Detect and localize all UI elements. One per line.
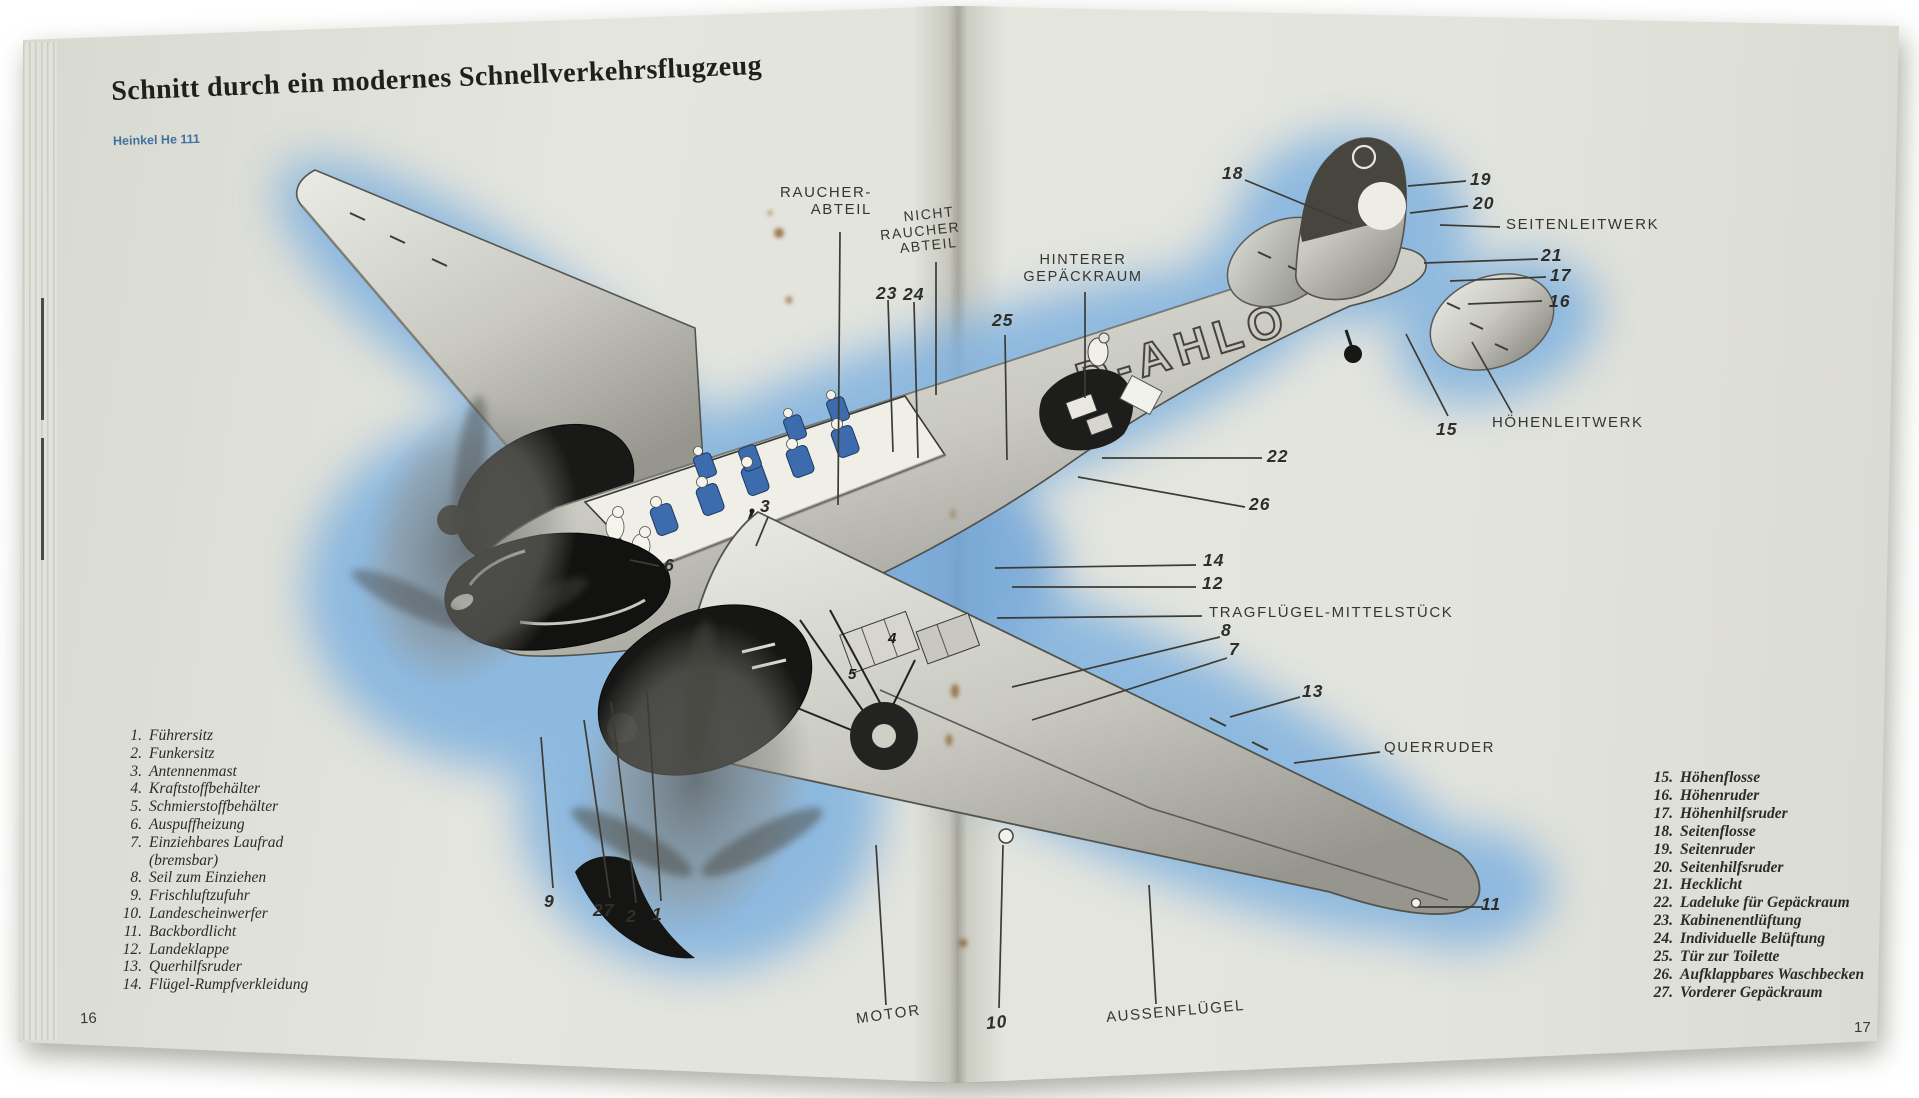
legend-item: 7. Einziehbares Laufrad: [130, 833, 284, 851]
callout-number-1: 1: [652, 904, 663, 924]
legend-item: 20. Seitenhilfsruder: [1653, 858, 1784, 876]
legend-item: 4. Kraftstoffbehälter: [130, 780, 261, 798]
port-navigation-light: [1410, 897, 1422, 909]
legend-item: 5. Schmierstoffbehälter: [130, 798, 279, 816]
aircraft-type-label: Heinkel He 111: [112, 131, 201, 149]
legend-item: 2. Funkersitz: [130, 744, 215, 762]
page-number-right: 17: [1854, 1019, 1871, 1036]
callout-number-7: 7: [1229, 639, 1240, 659]
legend-item: 16. Höhenruder: [1653, 786, 1760, 804]
legend-item: 17. Höhenhilfsruder: [1653, 804, 1788, 822]
callout-number-20: 20: [1473, 193, 1495, 213]
callout-number-14: 14: [1203, 550, 1225, 570]
legend-item: 27. Vorderer Gepäckraum: [1653, 983, 1823, 1001]
rear-baggage-cutaway: [1039, 332, 1163, 451]
callout-number-16: 16: [1549, 291, 1571, 311]
callout-number-4: 4: [888, 630, 898, 647]
callout-raucher-abteil: RAUCHER- ABTEIL: [780, 184, 872, 218]
callout-number-5: 5: [848, 666, 858, 683]
callout-number-24: 24: [903, 284, 925, 304]
callout-number-11: 11: [1481, 894, 1502, 914]
callout-number-21: 21: [1541, 245, 1563, 265]
legend-item: 25. Tür zur Toilette: [1653, 948, 1780, 966]
callout-number-26: 26: [1249, 494, 1271, 514]
legend-item: 18. Seitenflosse: [1653, 822, 1756, 840]
legend-left: 1. Führersitz 2. Funkersitz 3. Antennenm…: [112, 727, 309, 994]
page-number-left: 16: [79, 1009, 97, 1028]
legend-item: 19. Seitenruder: [1653, 840, 1755, 858]
callout-number-6: 6: [664, 555, 675, 575]
legend-item: 6. Auspuffheizung: [130, 815, 245, 833]
tail-insignia-disc: [1358, 182, 1406, 230]
callout-number-10: 10: [984, 1010, 1009, 1034]
landing-light: [998, 828, 1014, 844]
callout-number-18: 18: [1222, 163, 1244, 183]
legend-item: 14. Flügel-Rumpfverkleidung: [122, 976, 309, 994]
legend-item: 13. Querhilfsruder: [122, 958, 242, 976]
tail-wheel: [1344, 329, 1362, 363]
legend-item: 11. Backbordlicht: [123, 922, 237, 940]
callout-number-2: 2: [626, 906, 637, 926]
legend-item: 26. Aufklappbares Waschbecken: [1653, 965, 1865, 983]
near-propeller-blur: [571, 620, 823, 959]
callout-number-17: 17: [1550, 265, 1572, 285]
landing-gear-struts: [789, 609, 916, 737]
legend-item: 22. Ladeluke für Gepäckraum: [1653, 894, 1850, 912]
legend-item: 1. Führersitz: [130, 727, 214, 744]
near-wing: [683, 511, 1481, 915]
edge-mark: [41, 438, 44, 560]
leader-lines: [540, 179, 1547, 1009]
edge-mark: [41, 298, 44, 420]
callout-hoehenleitwerk: HÖHENLEITWERK: [1492, 414, 1644, 431]
callout-number-8: 8: [1221, 620, 1232, 640]
callout-number-19: 19: [1470, 169, 1492, 189]
callout-nicht-raucher-abteil: NICHT RAUCHER ABTEIL: [879, 203, 961, 256]
page-block-edges: [23, 42, 57, 1040]
legend-item: 23. Kabinenentlüftung: [1653, 912, 1802, 930]
callout-seitenleitwerk: SEITENLEITWERK: [1506, 216, 1660, 233]
legend-item: 8. Seil zum Einziehen: [130, 869, 267, 887]
open-cargo-hatch: [1119, 374, 1163, 416]
foxing-stains: [767, 210, 968, 948]
legend-right: 15. Höhenflosse 16. Höhenruder 17. Höhen…: [1643, 769, 1865, 1002]
legend-item: 21. Hecklicht: [1653, 876, 1742, 894]
callout-number-27: 27: [593, 900, 615, 920]
callout-number-13: 13: [1302, 681, 1324, 701]
callout-number-25: 25: [992, 310, 1014, 330]
callout-number-9: 9: [544, 891, 555, 911]
callout-number-3: 3: [760, 496, 771, 516]
legend-item: 15. Höhenflosse: [1653, 769, 1761, 786]
legend-item: (bremsbar): [149, 851, 219, 869]
callout-number-22: 22: [1267, 446, 1289, 466]
airline-roundel-icon: [1351, 144, 1377, 170]
legend-item: 12. Landeklappe: [122, 940, 230, 958]
wing-root-cutaway: [789, 609, 981, 770]
callout-tragfluegel-mittelstueck: TRAGFLÜGEL-MITTELSTÜCK: [1209, 604, 1454, 621]
callout-number-23: 23: [876, 283, 898, 303]
callout-number-12: 12: [1202, 573, 1224, 593]
legend-item: 9. Frischluftzufuhr: [130, 887, 250, 905]
tail-fin: [1295, 137, 1407, 301]
far-propeller-blur: [351, 395, 589, 692]
legend-item: 3. Antennenmast: [130, 762, 237, 780]
crew-figure: [1087, 337, 1109, 367]
callout-hinterer-gepaeckraum: HINTERER GEPÄCKRAUM: [1023, 252, 1143, 285]
callout-number-15: 15: [1436, 419, 1458, 439]
callout-querruder: QUERRUDER: [1384, 739, 1496, 756]
legend-item: 10. Landescheinwerfer: [122, 904, 268, 922]
legend-item: 24. Individuelle Belüftung: [1653, 930, 1826, 948]
propeller-blade: [575, 856, 695, 959]
